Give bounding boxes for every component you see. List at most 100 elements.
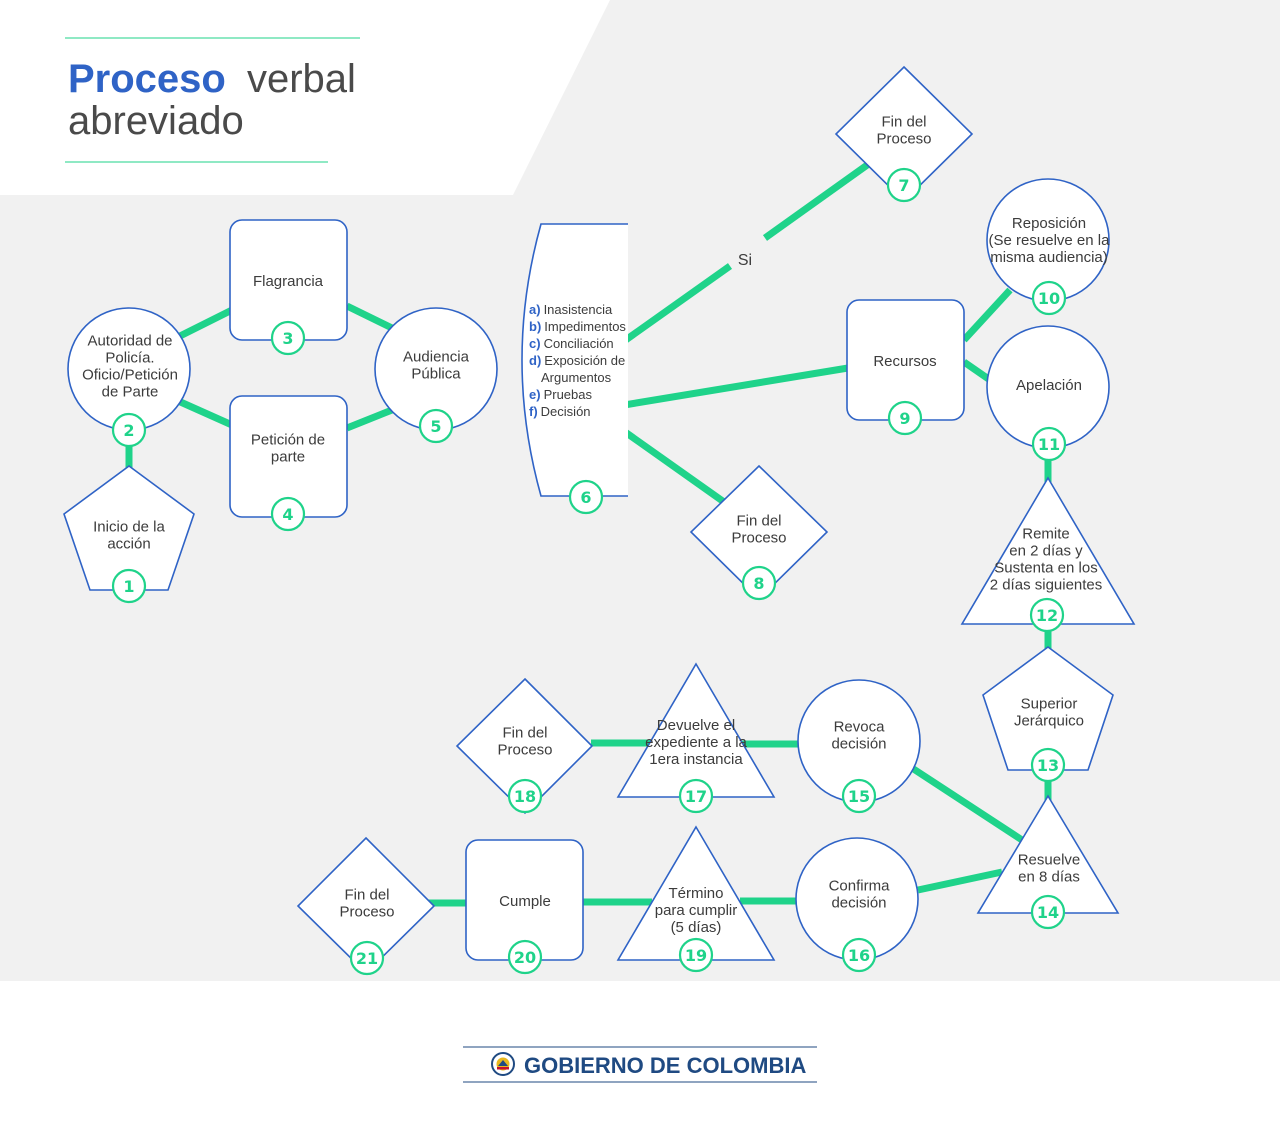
node-4-label-line: Petición de <box>251 432 325 449</box>
node-21-badge <box>349 940 385 976</box>
node-17-label-line: expediente a la <box>645 734 747 751</box>
list-item-text: Argumentos <box>541 370 612 385</box>
node-12-label-line: Sustenta en los <box>994 560 1097 577</box>
node-8-badge <box>741 565 777 601</box>
node-14-number: 14 <box>1037 903 1059 922</box>
node-12-badge <box>1029 597 1065 633</box>
node-10-label-line: Reposición <box>1012 215 1086 232</box>
node-8-label-line: Proceso <box>731 530 786 547</box>
node-17-label-line: Devuelve el <box>657 717 735 734</box>
list-item-letter: e) <box>529 387 541 402</box>
footer: GOBIERNO DE COLOMBIA <box>463 1046 817 1083</box>
node-4-number: 4 <box>282 505 293 524</box>
node-2-label-line: Policía. <box>105 350 154 367</box>
node-1-label-line: Inicio de la <box>93 519 165 536</box>
list-item-text: Pruebas <box>544 387 593 402</box>
node-14-label-line: Resuelve <box>1018 852 1081 869</box>
node-20-label-line: Cumple <box>499 893 551 910</box>
white-corner <box>860 981 1280 1143</box>
node-6-number: 6 <box>580 488 591 507</box>
node-20-number: 20 <box>514 948 536 967</box>
node-12-label-line: 2 días siguientes <box>990 577 1103 594</box>
node-9-number: 9 <box>899 409 910 428</box>
list-item-letter: f) <box>529 404 538 419</box>
node-19-badge <box>678 937 714 973</box>
node-6-list-item: b)Impedimentos <box>529 319 626 334</box>
node-7-number: 7 <box>898 176 909 195</box>
node-6-list-item: e)Pruebas <box>529 387 592 402</box>
node-19-label-line: Término <box>668 885 723 902</box>
node-5-label-line: Pública <box>411 366 461 383</box>
list-item-text: Conciliación <box>544 336 614 351</box>
footer-text: GOBIERNO DE COLOMBIA <box>524 1053 806 1078</box>
node-13-label-line: Superior <box>1021 696 1078 713</box>
node-11-label: Apelación <box>1016 377 1082 394</box>
node-19-label-line: (5 días) <box>671 919 722 936</box>
node-5-badge <box>418 408 454 444</box>
node-3-number: 3 <box>282 329 293 348</box>
title-rest: verbal <box>247 57 356 101</box>
node-4-badge <box>270 496 306 532</box>
node-11-label-line: Apelación <box>1016 377 1082 394</box>
node-7-label-line: Fin del <box>881 114 926 131</box>
node-2-label-line: Oficio/Petición <box>82 367 178 384</box>
node-6-bracket <box>521 223 628 497</box>
node-10-label-line: (Se resuelve en la <box>989 232 1111 249</box>
node-5-label-line: Audiencia <box>403 349 470 366</box>
node-2-badge <box>111 412 147 448</box>
list-item-letter: d) <box>529 353 541 368</box>
node-16-label-line: decisión <box>831 895 886 912</box>
node-12-number: 12 <box>1036 606 1058 625</box>
node-15-number: 15 <box>848 787 870 806</box>
node-1-label-line: acción <box>107 536 150 553</box>
list-item-letter: b) <box>529 319 541 334</box>
page-title: Proceso verbal <box>68 57 356 101</box>
edge-2-3 <box>174 306 234 342</box>
node-5-number: 5 <box>430 417 441 436</box>
node-6-list-item: a)Inasistencia <box>529 302 613 317</box>
node-20-badge <box>507 939 543 975</box>
node-13-number: 13 <box>1037 756 1059 775</box>
node-7-badge <box>886 167 922 203</box>
node-17-badge <box>678 778 714 814</box>
edge-4-5 <box>345 406 394 432</box>
title-line2: abreviado <box>68 99 244 143</box>
node-15-label-line: decisión <box>831 736 886 753</box>
node-17-label-line: 1era instancia <box>649 751 743 768</box>
node-6-list-item: Argumentos <box>541 370 612 385</box>
node-7-label-line: Proceso <box>876 131 931 148</box>
node-11-badge <box>1031 426 1067 462</box>
node-1-number: 1 <box>123 577 134 596</box>
node-8-number: 8 <box>753 574 764 593</box>
node-4-label-line: parte <box>271 449 305 466</box>
coat-of-arms-icon <box>491 1052 515 1076</box>
node-6-list-item: c)Conciliación <box>529 336 614 351</box>
node-19-label-line: para cumplir <box>655 902 738 919</box>
node-18-label-line: Proceso <box>497 742 552 759</box>
node-18-badge <box>507 778 543 814</box>
edge-6-si <box>617 263 733 347</box>
edge-15-14 <box>910 765 1024 843</box>
edge-label-si: Si <box>738 252 752 269</box>
node-13-label-line: Jerárquico <box>1014 713 1084 730</box>
edge-6-9 <box>593 364 849 414</box>
node-2-label-line: Autoridad de <box>87 333 172 350</box>
node-3-label-line: Flagrancia <box>253 273 324 290</box>
node-3-badge <box>270 320 306 356</box>
node-14-label-line: en 8 días <box>1018 869 1080 886</box>
edge-9-11 <box>962 359 992 383</box>
